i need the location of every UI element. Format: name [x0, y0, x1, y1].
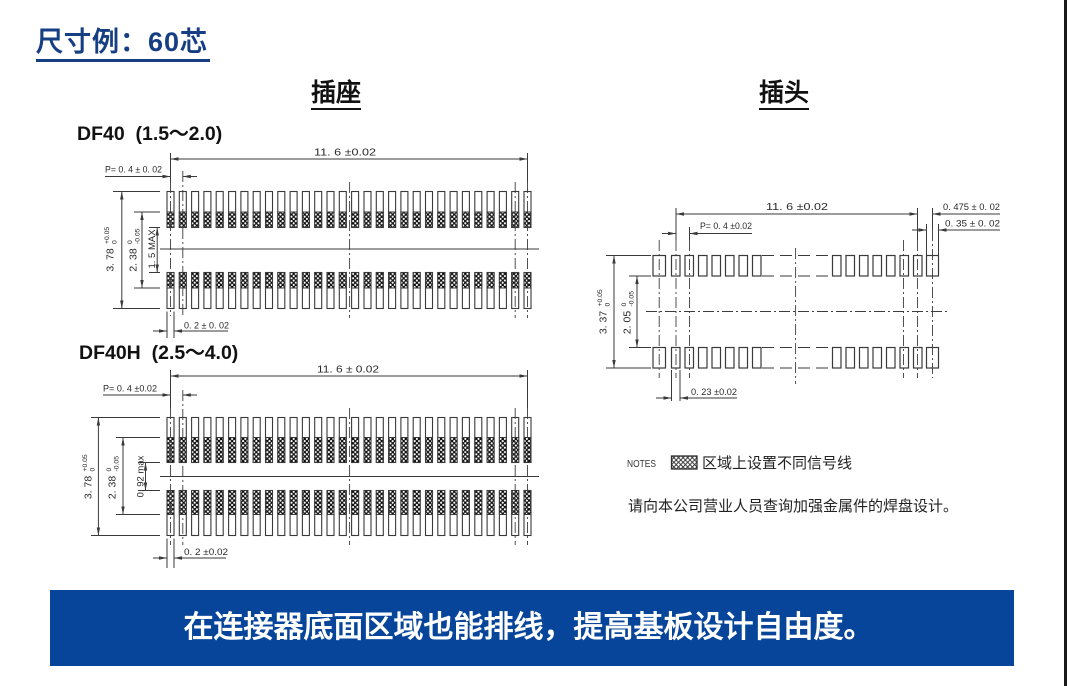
svg-text:11. 6 ± 0.02: 11. 6 ± 0.02 [317, 365, 379, 376]
svg-text:-0.05: -0.05 [135, 228, 142, 244]
svg-text:0: 0 [90, 468, 97, 472]
svg-text:0. 2 ±0.02: 0. 2 ±0.02 [184, 547, 228, 558]
svg-text:2. 38: 2. 38 [107, 476, 119, 500]
svg-text:-0.05: -0.05 [114, 456, 121, 472]
svg-text:0: 0 [127, 240, 134, 244]
svg-text:0: 0 [605, 303, 612, 307]
svg-text:+0.05: +0.05 [104, 227, 111, 244]
svg-text:0. 23 ±0.02: 0. 23 ±0.02 [691, 387, 737, 398]
svg-text:11. 6 ±0.02: 11. 6 ±0.02 [766, 202, 828, 213]
svg-text:P= 0. 4 ± 0. 02: P= 0. 4 ± 0. 02 [105, 165, 162, 176]
svg-text:0: 0 [621, 303, 628, 307]
svg-text:3. 37: 3. 37 [598, 311, 610, 335]
svg-text:3. 78: 3. 78 [83, 476, 95, 500]
svg-text:0. 35 ± 0. 02: 0. 35 ± 0. 02 [945, 219, 1000, 230]
svg-text:0. 475 ± 0. 02: 0. 475 ± 0. 02 [943, 202, 1000, 213]
svg-text:P= 0. 4 ±0.02: P= 0. 4 ±0.02 [700, 221, 752, 232]
svg-text:2. 38: 2. 38 [128, 248, 140, 272]
svg-text:+0.05: +0.05 [597, 289, 604, 306]
svg-text:P= 0. 4 ±0.02: P= 0. 4 ±0.02 [103, 384, 157, 395]
svg-text:0: 0 [106, 468, 113, 472]
svg-text:1. 5 MAX: 1. 5 MAX [147, 229, 158, 269]
svg-text:+0.05: +0.05 [82, 454, 89, 471]
svg-text:0: 0 [112, 240, 119, 244]
svg-text:-0.05: -0.05 [629, 291, 636, 307]
svg-text:3. 78: 3. 78 [105, 248, 117, 272]
svg-text:2. 05: 2. 05 [622, 311, 634, 335]
svg-text:0. 2 ± 0. 02: 0. 2 ± 0. 02 [184, 321, 229, 332]
svg-text:11. 6 ±0.02: 11. 6 ±0.02 [314, 148, 376, 159]
svg-text:0. 92 max: 0. 92 max [136, 455, 147, 497]
